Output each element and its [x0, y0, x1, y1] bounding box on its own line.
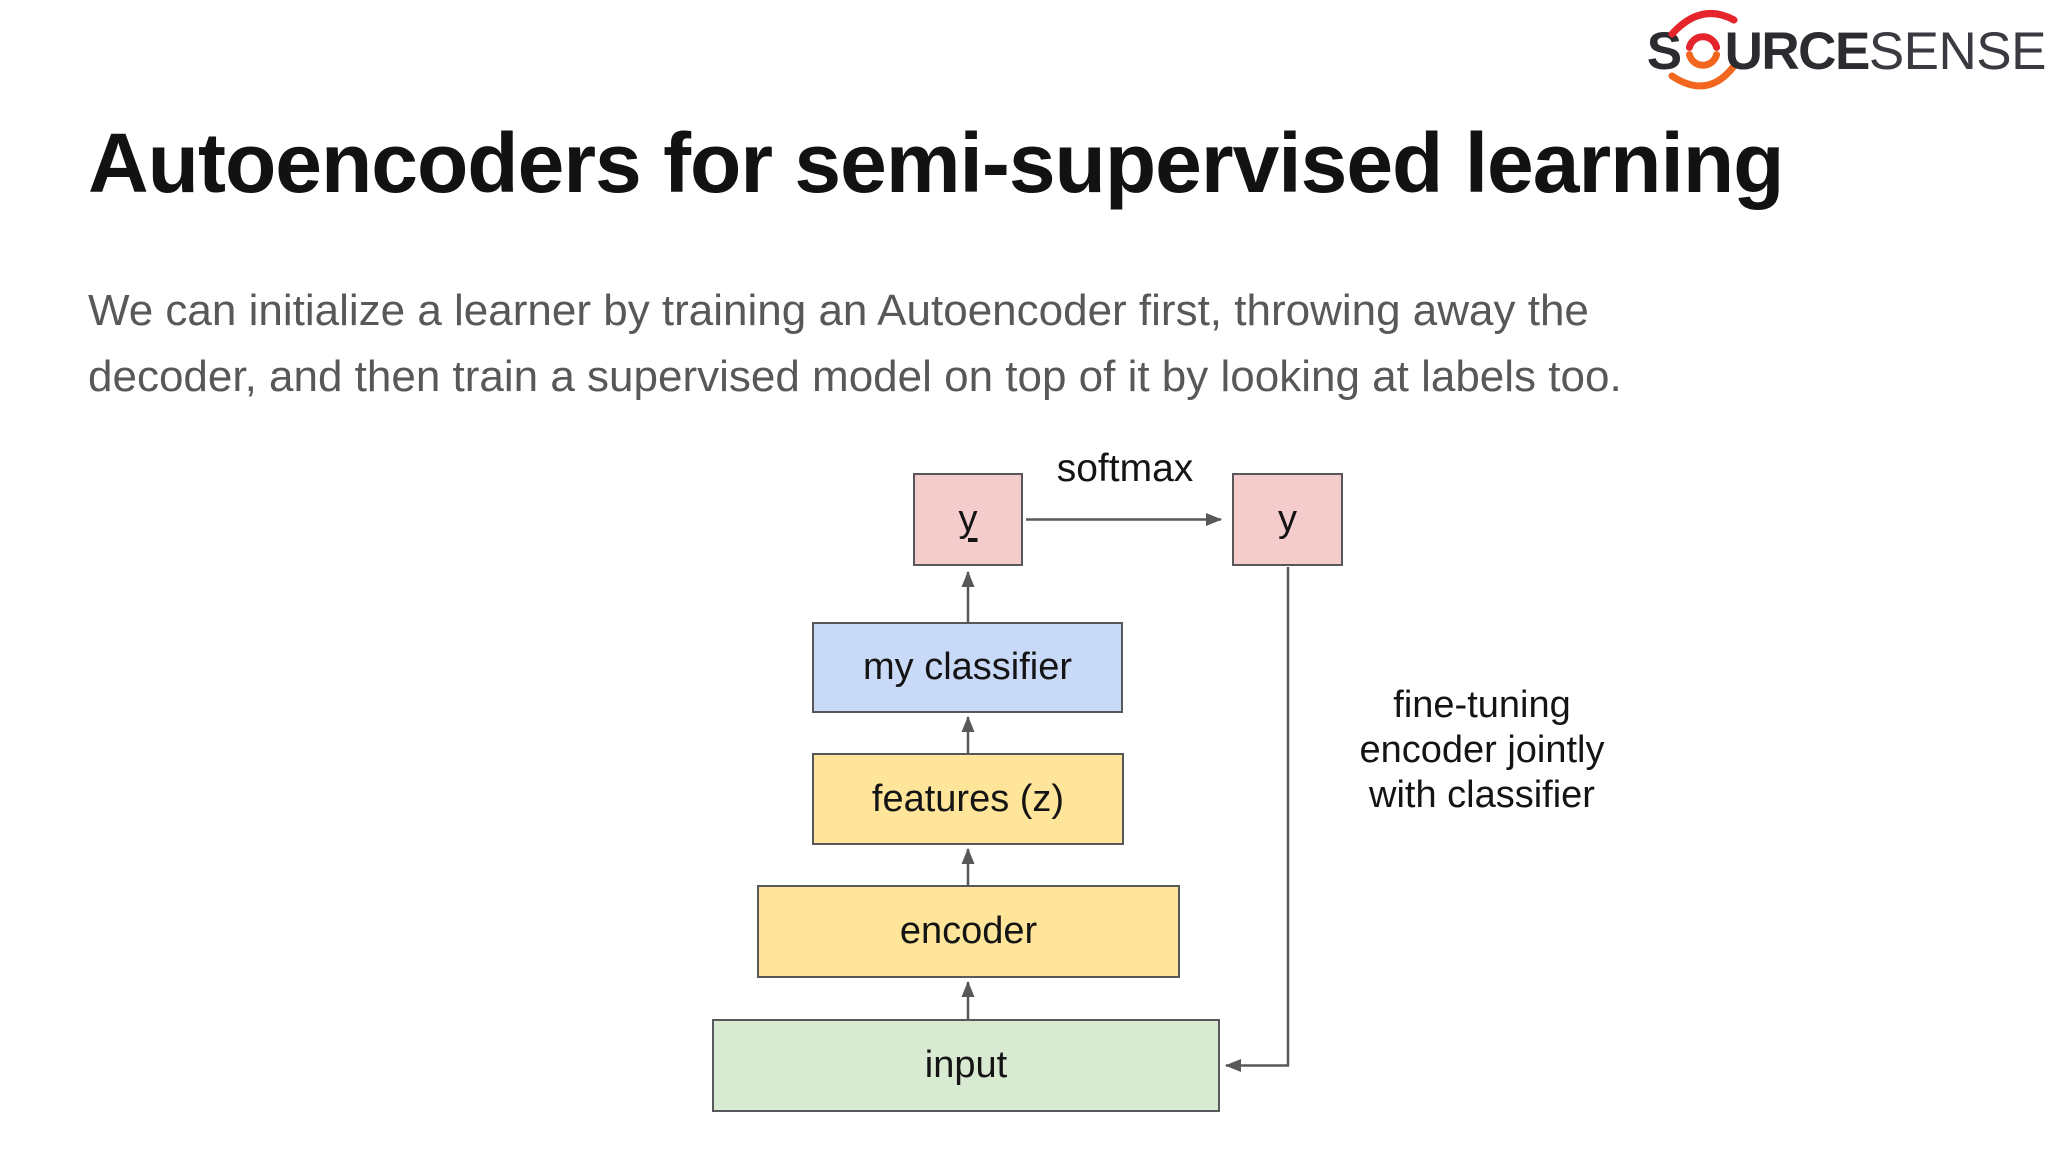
- page-title: Autoencoders for semi-supervised learnin…: [88, 116, 1784, 210]
- node-features-z: features (z): [812, 753, 1124, 845]
- node-encoder-label: encoder: [899, 910, 1038, 952]
- body-line-1: We can initialize a learner by training …: [88, 286, 1589, 335]
- elbow-arrow-y-to-input: [1225, 567, 1290, 1072]
- body-line-2: decoder, and then train a supervised mod…: [88, 352, 1622, 401]
- fine-tuning-line-1: fine-tuning: [1393, 684, 1571, 726]
- node-features-z-label: features (z): [871, 777, 1065, 820]
- ring-bottom-arc: [1685, 51, 1720, 69]
- node-encoder: encoder: [757, 885, 1180, 978]
- swirl-o-icon: [1668, 10, 1738, 90]
- softmax-label: softmax: [1056, 447, 1194, 490]
- node-y-hat: y: [913, 473, 1023, 566]
- swirl-top-arc: [1668, 10, 1738, 38]
- ring-top-arc: [1685, 33, 1720, 51]
- body-paragraph: We can initialize a learner by training …: [88, 278, 1622, 410]
- sourcesense-logo: S URCE SENSE: [1647, 8, 2047, 94]
- fine-tuning-line-2: encoder jointly: [1359, 729, 1605, 771]
- swirl-bottom-arc: [1668, 62, 1738, 90]
- node-y-label: y: [1278, 498, 1297, 540]
- node-input-label: input: [924, 1044, 1008, 1086]
- logo-text-suffix: SENSE: [1868, 21, 2047, 81]
- logo-text-middle: URCE: [1724, 21, 1871, 81]
- node-my-classifier-label: my classifier: [862, 646, 1073, 688]
- fine-tuning-annotation: fine-tuning encoder jointly with classif…: [1320, 683, 1644, 818]
- node-my-classifier: my classifier: [812, 622, 1123, 713]
- node-y: y: [1232, 473, 1343, 566]
- node-y-hat-label: y: [958, 498, 978, 540]
- node-input: input: [712, 1019, 1220, 1112]
- fine-tuning-line-3: with classifier: [1369, 774, 1595, 816]
